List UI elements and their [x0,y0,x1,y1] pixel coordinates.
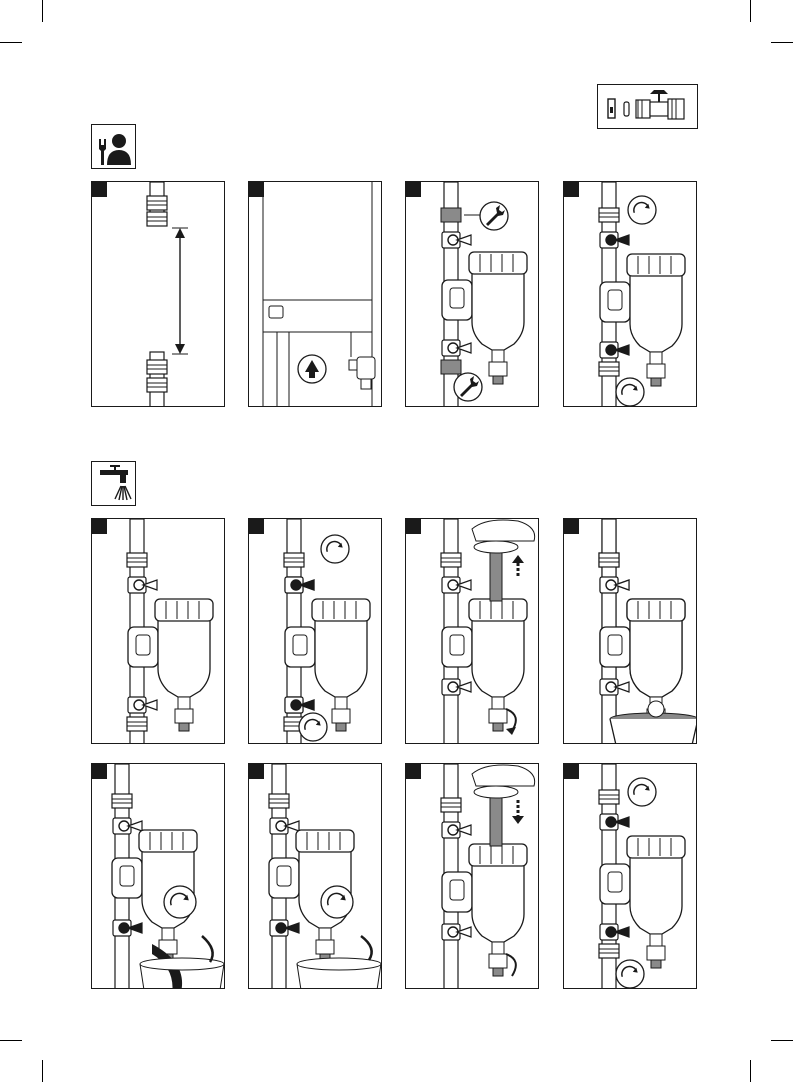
pipe-measure-illustration [92,182,225,407]
crop-mark [0,42,22,43]
filter-illustration [92,519,225,744]
install-step-1-panel [91,181,225,407]
service-step-8-panel [563,763,697,989]
step-number-marker [564,519,579,534]
bucket-illustration [564,519,697,744]
install-step-3-panel [405,181,539,407]
wrench-fit-illustration [406,182,539,407]
crop-mark [42,0,43,22]
ball-valve-set-icon [597,84,698,129]
step-number-marker [92,182,107,197]
remove-magnet-illustration [406,519,539,744]
step-number-marker [249,764,264,779]
crop-mark [771,1040,793,1041]
installer-wrench-person-icon [91,124,136,169]
crop-mark [771,42,793,43]
service-step-6-panel [248,763,382,989]
service-step-7-panel [405,763,539,989]
crop-mark [750,0,751,22]
step-number-marker [249,182,264,197]
service-step-5-panel [91,763,225,989]
crop-mark [42,1060,43,1082]
step-number-marker [406,764,421,779]
service-step-3-panel [405,518,539,744]
step-number-marker [92,519,107,534]
step-number-marker [406,519,421,534]
crop-mark [750,1060,751,1082]
step-number-marker [564,182,579,197]
install-step-2-panel [248,181,382,407]
drain-open-illustration [92,764,225,989]
open-valves-illustration [564,182,697,407]
drain-close-illustration [249,764,382,989]
service-step-1-panel [91,518,225,744]
step-number-marker [249,519,264,534]
service-step-4-panel [563,518,697,744]
install-step-4-panel [563,181,697,407]
step-number-marker [406,182,421,197]
insert-magnet-illustration [406,764,539,989]
service-step-2-panel [248,518,382,744]
reopen-valves-illustration [564,764,697,989]
step-number-marker [564,764,579,779]
crop-mark [0,1040,22,1041]
close-valves-illustration [249,519,382,744]
water-tap-icon [91,461,136,506]
boiler-filter-illustration [249,182,382,407]
step-number-marker [92,764,107,779]
